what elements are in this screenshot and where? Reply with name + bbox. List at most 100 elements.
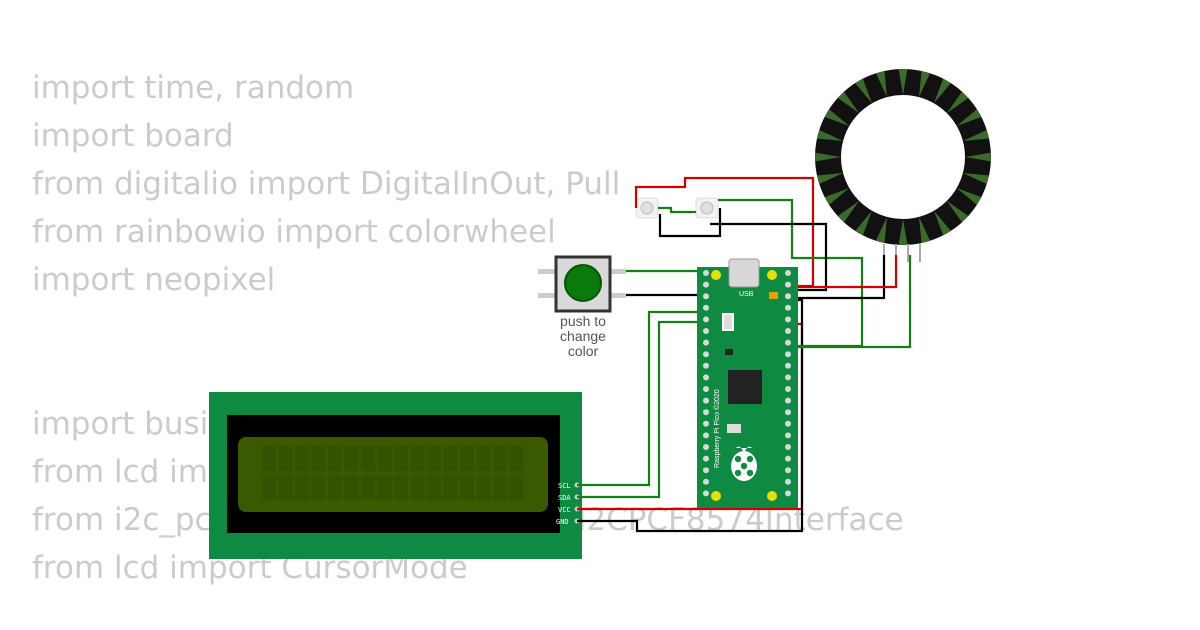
wire-black bbox=[790, 255, 886, 300]
lcd-character-cell bbox=[311, 446, 326, 471]
lcd-character-cell bbox=[493, 475, 507, 500]
lcd-character-cell bbox=[509, 446, 524, 471]
lcd-pin-label: SDA bbox=[558, 494, 571, 502]
pico-pin[interactable] bbox=[785, 467, 791, 474]
pico-pin[interactable] bbox=[703, 397, 709, 404]
pico-pin[interactable] bbox=[785, 328, 791, 334]
ring-led bbox=[898, 69, 908, 95]
pico-pin[interactable] bbox=[703, 351, 709, 358]
pico-pin[interactable] bbox=[785, 316, 791, 323]
pico-pin[interactable] bbox=[703, 304, 709, 311]
code-line: import time, random bbox=[32, 70, 355, 106]
pico-pin[interactable] bbox=[785, 478, 791, 485]
pico-pin-rows bbox=[703, 270, 791, 497]
raspberry-pi-pico[interactable]: USB Raspberry Pi Pico ©2020 bbox=[697, 258, 798, 508]
pico-pin[interactable] bbox=[785, 362, 791, 369]
wire-black bbox=[658, 208, 722, 238]
pico-pin[interactable] bbox=[703, 316, 709, 323]
pico-pin[interactable] bbox=[703, 490, 709, 497]
pico-pin[interactable] bbox=[785, 281, 791, 288]
lcd-character-cell bbox=[394, 475, 408, 500]
led-1[interactable] bbox=[635, 197, 659, 219]
lcd-character-cell bbox=[427, 475, 441, 500]
pico-pin[interactable] bbox=[703, 362, 709, 369]
ring-led bbox=[824, 188, 850, 205]
lcd-character-cell bbox=[476, 446, 491, 471]
pico-pin[interactable] bbox=[785, 351, 791, 358]
ring-led bbox=[855, 210, 872, 236]
button-label-line: change bbox=[560, 328, 606, 344]
pico-pin[interactable] bbox=[703, 374, 709, 381]
lcd-character-grid bbox=[262, 446, 524, 500]
pico-pin[interactable] bbox=[703, 281, 709, 288]
lcd-character-cell bbox=[361, 446, 375, 471]
lcd-character-cell bbox=[328, 475, 342, 500]
pico-pin[interactable] bbox=[785, 432, 791, 439]
ring-led bbox=[962, 173, 990, 184]
ring-led bbox=[934, 210, 951, 236]
pico-pin[interactable] bbox=[785, 397, 791, 404]
ring-led-group bbox=[815, 69, 991, 245]
lcd-module[interactable] bbox=[209, 392, 582, 559]
pico-pin[interactable] bbox=[785, 420, 791, 427]
pico-pin[interactable] bbox=[785, 374, 791, 381]
lcd-character-cell bbox=[278, 475, 293, 500]
ring-led bbox=[815, 152, 841, 162]
ring-led bbox=[962, 130, 990, 141]
raspberry-logo-icon bbox=[731, 446, 757, 481]
button-label-line: color bbox=[568, 343, 599, 359]
ring-led bbox=[919, 70, 930, 98]
pico-pin[interactable] bbox=[703, 455, 709, 462]
pico-pin[interactable] bbox=[703, 386, 709, 392]
ring-led bbox=[855, 78, 872, 104]
wire-green bbox=[790, 255, 912, 349]
pico-pin[interactable] bbox=[703, 339, 709, 346]
pico-pin[interactable] bbox=[785, 455, 791, 462]
lcd-pin-label: GND bbox=[556, 518, 569, 526]
pico-pin[interactable] bbox=[785, 270, 791, 276]
ring-led bbox=[956, 188, 982, 205]
pico-pin[interactable] bbox=[785, 339, 791, 346]
wire-green bbox=[577, 310, 710, 487]
neopixel-ring[interactable] bbox=[815, 69, 991, 262]
pico-pin[interactable] bbox=[703, 432, 709, 439]
ring-led bbox=[946, 200, 969, 223]
lcd-character-cell bbox=[410, 446, 425, 471]
lcd-pin-label: SCL bbox=[558, 482, 571, 490]
ring-led bbox=[919, 216, 930, 244]
ring-led bbox=[816, 173, 844, 184]
wire-green bbox=[658, 206, 696, 214]
pico-pin[interactable] bbox=[785, 490, 791, 497]
lcd-character-cell bbox=[410, 475, 425, 500]
pico-pin[interactable] bbox=[785, 293, 791, 300]
pico-pin[interactable] bbox=[785, 409, 791, 416]
pico-pin[interactable] bbox=[703, 293, 709, 300]
lcd-character-cell bbox=[295, 475, 309, 500]
lcd-character-cell bbox=[509, 475, 524, 500]
lcd-character-cell bbox=[361, 475, 375, 500]
pico-pin[interactable] bbox=[785, 304, 791, 311]
code-block-top: import time, random import board from di… bbox=[32, 64, 620, 304]
pico-pin[interactable] bbox=[703, 467, 709, 474]
pico-pin[interactable] bbox=[703, 409, 709, 416]
lcd-character-cell bbox=[295, 446, 309, 471]
pico-pin[interactable] bbox=[703, 270, 709, 276]
ring-led bbox=[837, 91, 860, 114]
lcd-character-cell bbox=[328, 446, 342, 471]
code-line: import board bbox=[32, 118, 234, 154]
pico-board-text: Raspberry Pi Pico ©2020 bbox=[713, 389, 721, 468]
pico-pin[interactable] bbox=[703, 328, 709, 334]
pico-pin[interactable] bbox=[703, 444, 709, 450]
led-2[interactable] bbox=[695, 197, 719, 219]
pico-pin[interactable] bbox=[785, 386, 791, 392]
lcd-character-cell bbox=[427, 446, 441, 471]
lcd-character-cell bbox=[344, 475, 359, 500]
ring-led bbox=[876, 216, 887, 244]
pushbutton[interactable] bbox=[538, 255, 626, 313]
pico-pin[interactable] bbox=[785, 444, 791, 450]
pico-pin[interactable] bbox=[703, 420, 709, 427]
lcd-character-cell bbox=[394, 446, 408, 471]
pico-pin[interactable] bbox=[703, 478, 709, 485]
lcd-character-cell bbox=[377, 446, 392, 471]
lcd-character-cell bbox=[278, 446, 293, 471]
